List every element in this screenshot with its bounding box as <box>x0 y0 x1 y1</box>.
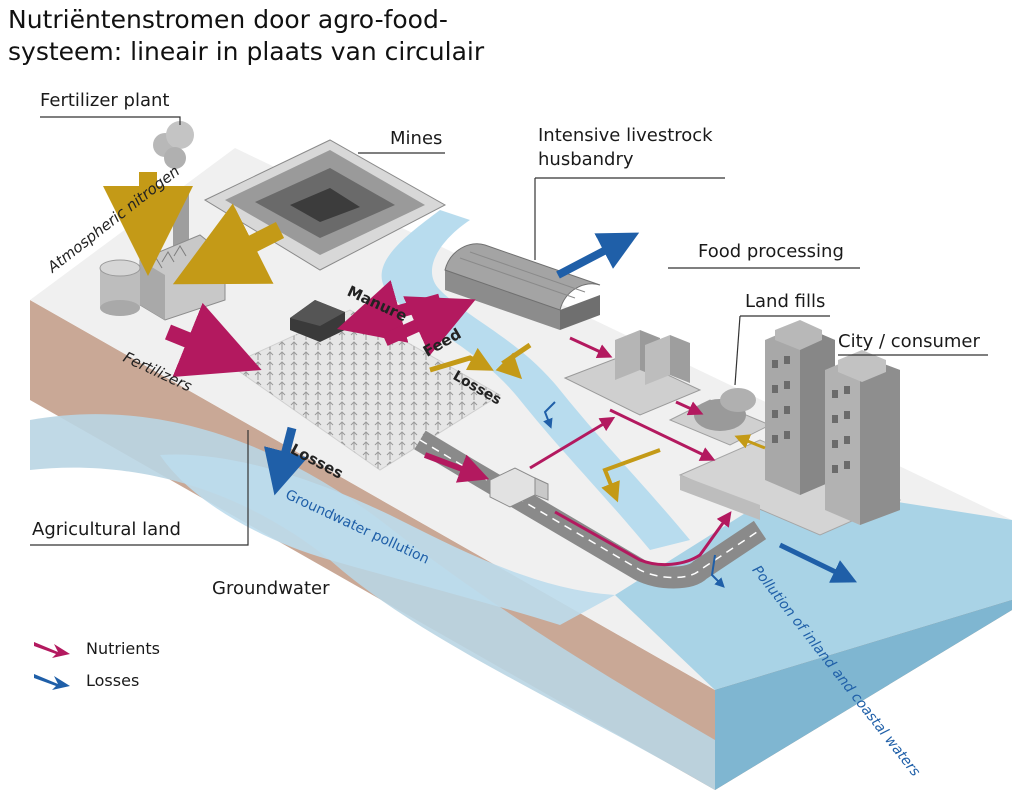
label-mines: Mines <box>390 128 443 149</box>
label-fertilizer-plant: Fertilizer plant <box>40 90 170 111</box>
food-processing-plant <box>563 330 702 416</box>
mines-pit <box>203 139 447 271</box>
livestock-barn <box>444 243 601 330</box>
river <box>381 210 690 550</box>
legend-item-nutrients: Nutrients <box>32 638 160 658</box>
nutrient-arrows <box>164 280 732 566</box>
label-groundwater: Groundwater <box>212 578 330 599</box>
label-agricultural-land: Agricultural land <box>32 519 181 540</box>
legend: Nutrients Losses <box>32 638 160 690</box>
city-buildings <box>678 320 902 536</box>
truck <box>489 467 549 508</box>
resource-arrows <box>103 172 766 503</box>
loss-arrows <box>264 232 857 588</box>
terrain-block <box>30 148 1012 790</box>
label-food-processing: Food processing <box>698 241 844 262</box>
legend-item-losses: Losses <box>32 670 160 690</box>
label-city-consumer: City / consumer <box>838 331 980 352</box>
legend-label-losses: Losses <box>86 670 140 690</box>
losses-arrow-icon <box>34 674 70 690</box>
legend-label-nutrients: Nutrients <box>86 638 160 658</box>
diagram-title: Nutriëntenstromen door agro-food- systee… <box>8 5 485 66</box>
farm-barn <box>290 300 345 342</box>
label-land-fills: Land fills <box>745 291 826 312</box>
label-livestock: Intensive livestrock husbandry <box>538 125 713 170</box>
nutrients-arrow-icon <box>34 642 70 658</box>
leader-lines <box>30 116 988 546</box>
